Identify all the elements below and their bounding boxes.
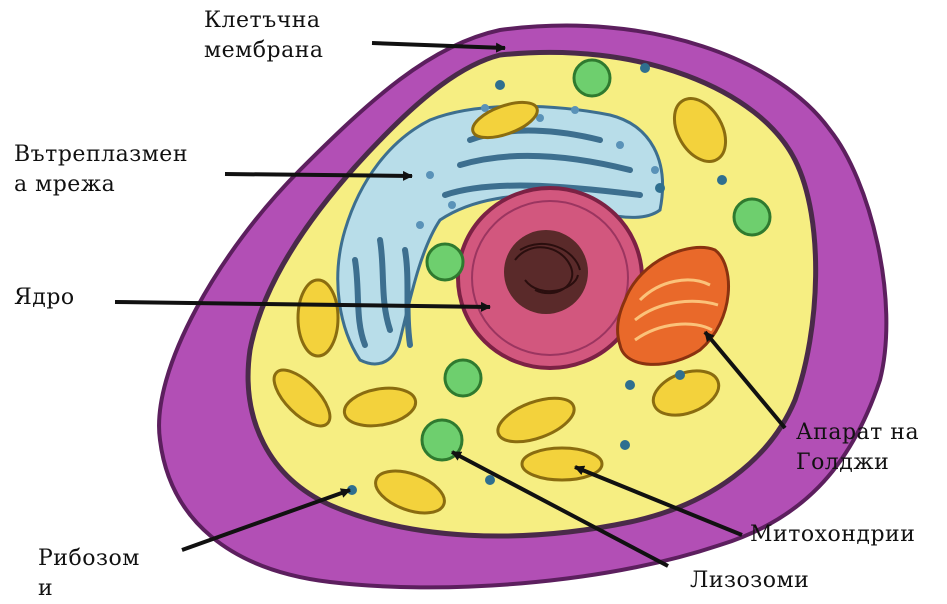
label-endoplasmic-reticulum: Вътреплазмен а мрежа (14, 140, 188, 200)
label-lysosomes: Лизозоми (690, 566, 809, 596)
label-ribosomes: Рибозом и (38, 544, 140, 604)
label-cell-membrane: Клетъчна мембрана (204, 6, 323, 66)
nucleus (458, 188, 642, 368)
label-golgi-apparatus: Апарат на Голджи (796, 418, 919, 478)
arrow-er (225, 174, 412, 176)
label-nucleus: Ядро (14, 283, 75, 313)
label-mitochondria: Митохондрии (750, 520, 915, 550)
nucleolus (504, 230, 588, 314)
